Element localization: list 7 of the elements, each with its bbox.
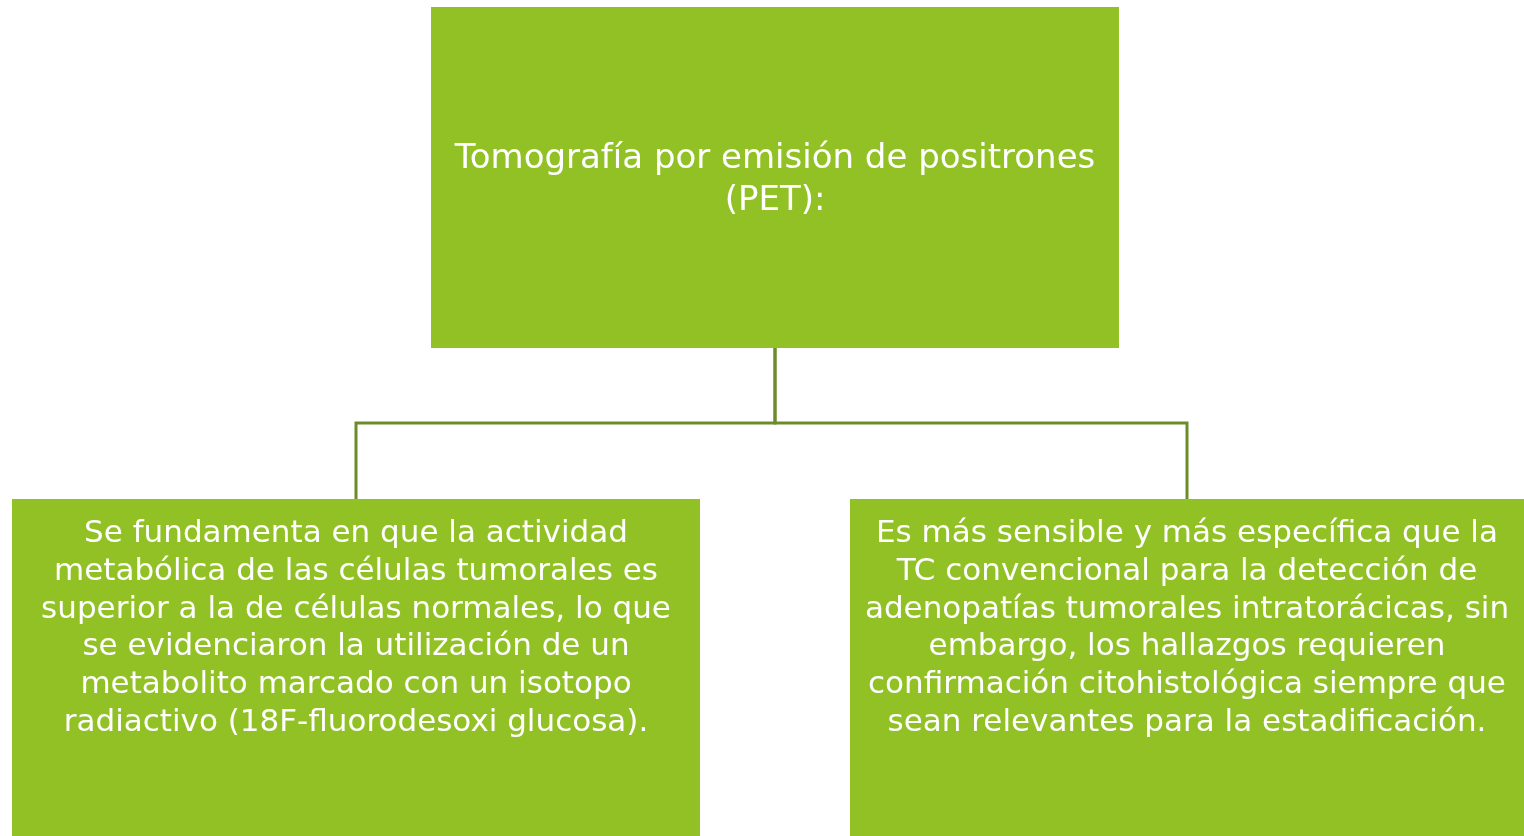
process-box xyxy=(12,499,700,836)
process-box xyxy=(850,499,1524,836)
connector-line xyxy=(773,348,1189,499)
process-box xyxy=(431,7,1119,348)
node-text: Se fundamenta en que la actividad metabólica de las células tumorales es superior a la de células normales, lo que se evidenciaron la utilización de un metabolito marcado con un isotopo radiactivo (18F-fluorodesoxi glucosa). xyxy=(40,513,672,740)
node-text: Tomografía por emisión de positrones (PET): xyxy=(453,136,1097,219)
node-text: Es más sensible y más específica que la TC convencional para la detección de adenopatías tumorales intratorácicas, sin embargo, los hallazgos requieren confirmación citohistológica siempre que sean relevantes para la estadificación. xyxy=(863,513,1511,740)
